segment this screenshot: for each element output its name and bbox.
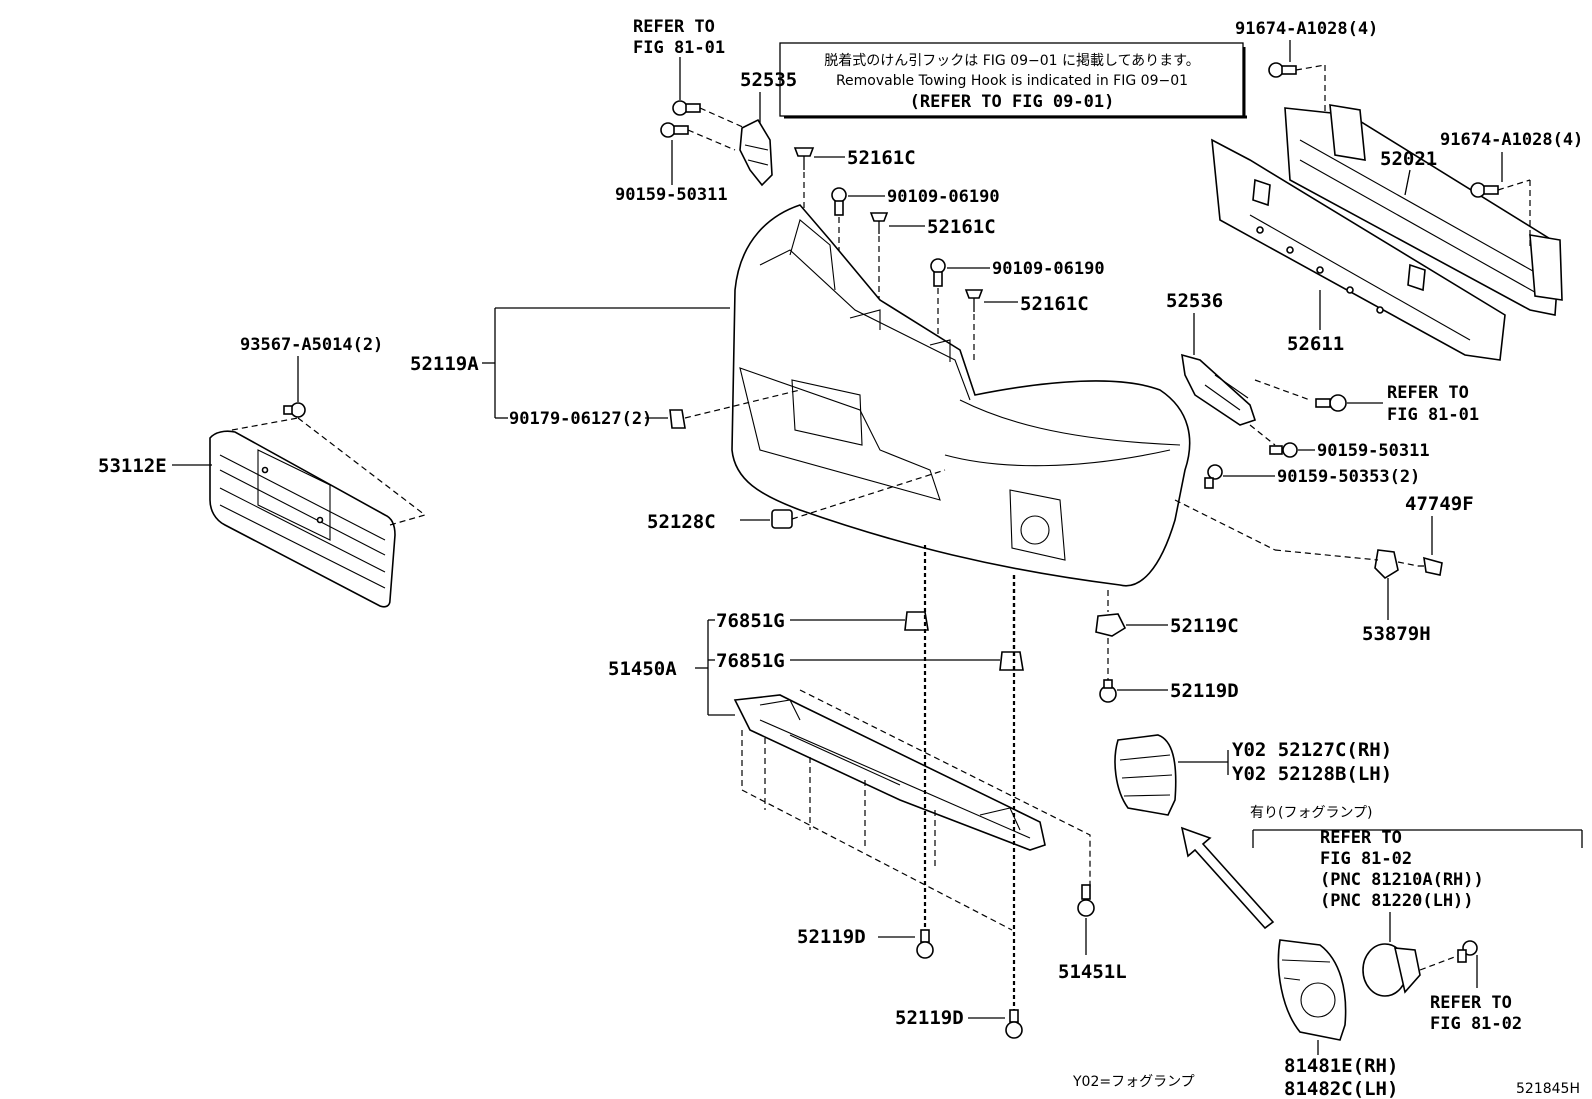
label-90159-50311-left: 90159-50311 [615, 185, 728, 205]
clip-icon [793, 147, 815, 170]
label-51451l: 51451L [1058, 961, 1127, 983]
fog-cover-52127c [1114, 734, 1177, 816]
label-52128c: 52128C [647, 511, 716, 533]
label-81482c: 81482C(LH) [1284, 1078, 1398, 1099]
bracket-52536 [1181, 353, 1257, 426]
label-91674-a1028-right: 91674-A1028(4) [1440, 130, 1583, 150]
refer-fig-81-01-right-line1: REFER TO [1387, 383, 1469, 403]
refer-fig-81-02-line2: FIG 81-02 [1320, 849, 1412, 869]
label-52119d-bottom: 52119D [895, 1007, 964, 1029]
notice-refer: (REFER TO FIG 09-01) [910, 92, 1115, 112]
label-52611: 52611 [1287, 333, 1344, 355]
bolt-icon [283, 402, 306, 418]
bolt-icon [1204, 464, 1223, 489]
label-52021: 52021 [1380, 148, 1437, 170]
refer-fig-81-01-top-line2: FIG 81-01 [633, 38, 725, 58]
bumper-cover-52119a [731, 204, 1191, 587]
bolt-icon [930, 258, 946, 287]
label-52119d-mid: 52119D [797, 926, 866, 948]
grille-53112e [209, 430, 396, 608]
bolt-icon [1457, 940, 1478, 963]
bolt-icon [831, 187, 847, 216]
refer-fig-81-02-line1: REFER TO [1320, 828, 1402, 848]
notice-english: Removable Towing Hook is indicated in FI… [836, 73, 1188, 89]
fog-lamp-icon [1362, 943, 1421, 997]
notice-box: 脱着式のけん引フックは FIG 09−01 に掲載してあります。 Removab… [779, 42, 1247, 119]
label-52119c: 52119C [1170, 615, 1239, 637]
refer-fig-81-02-line3: (PNC 81210A(RH)) [1320, 870, 1484, 890]
bolt-icon [1269, 442, 1298, 458]
bolt-icon [1470, 182, 1499, 198]
refer-fig-81-02-b-line1: REFER TO [1430, 993, 1512, 1013]
bolt-icon [1005, 1009, 1023, 1039]
absorber-52611 [1211, 138, 1506, 361]
clip-icon [869, 212, 889, 234]
clip-icon [1418, 556, 1443, 576]
cap-52128c [771, 509, 793, 529]
label-90159-50311-right: 90159-50311 [1317, 441, 1430, 461]
bolt-icon [916, 929, 934, 959]
label-76851g-1: 76851G [716, 610, 785, 632]
under-cover-51450a [733, 694, 1046, 851]
retainer-53879h [1374, 549, 1399, 580]
bolt-icon [1268, 62, 1297, 78]
label-90109-06190-1: 90109-06190 [887, 187, 1000, 207]
diagram-id: 521845H [1516, 1081, 1580, 1097]
label-52128b: Y02 52128B(LH) [1232, 763, 1392, 785]
label-47749f: 47749F [1405, 493, 1474, 515]
label-53879h: 53879H [1362, 623, 1431, 645]
label-52161c-1: 52161C [847, 147, 916, 169]
label-90179-06127: 90179-06127(2) [509, 409, 652, 429]
refer-fig-81-02-b-line2: FIG 81-02 [1430, 1014, 1522, 1034]
label-51450a: 51450A [608, 658, 677, 680]
label-76851g-2: 76851G [716, 650, 785, 672]
label-53112e: 53112E [98, 455, 167, 477]
bracket-52535 [739, 118, 773, 187]
label-52535: 52535 [740, 69, 797, 91]
bolt-icon [1315, 394, 1347, 412]
label-52119d-right: 52119D [1170, 680, 1239, 702]
label-52119a: 52119A [410, 353, 479, 375]
clip-icon [999, 651, 1024, 671]
clip-icon [964, 289, 984, 312]
notice-japanese: 脱着式のけん引フックは FIG 09−01 に掲載してあります。 [824, 53, 1200, 69]
label-90159-50353: 90159-50353(2) [1277, 467, 1420, 487]
nut-52119c [1095, 613, 1127, 637]
label-52161c-2: 52161C [927, 216, 996, 238]
refer-fig-81-01-top-line1: REFER TO [633, 17, 715, 37]
label-93567-a5014: 93567-A5014(2) [240, 335, 383, 355]
footnote-y02: Y02=フォグランプ [1072, 1074, 1195, 1090]
reinforcement-52021 [1284, 104, 1563, 316]
label-91674-a1028-top: 91674-A1028(4) [1235, 19, 1378, 39]
fog-cover-81481e [1277, 939, 1347, 1041]
label-81481e: 81481E(RH) [1284, 1055, 1398, 1077]
legend-fog: 有り(フォグランプ) [1250, 805, 1373, 821]
label-52536: 52536 [1166, 290, 1223, 312]
label-90109-06190-2: 90109-06190 [992, 259, 1105, 279]
label-52161c-3: 52161C [1020, 293, 1089, 315]
refer-fig-81-02-line4: (PNC 81220(LH)) [1320, 891, 1474, 911]
clip-icon [669, 409, 686, 429]
bolt-icon [1099, 679, 1117, 703]
clip-icon [904, 611, 929, 631]
arrow-icon [1180, 826, 1275, 930]
bolt-icon [1077, 884, 1095, 917]
refer-fig-81-01-right-line2: FIG 81-01 [1387, 405, 1479, 425]
bolt-icon [660, 100, 701, 138]
label-52127c: Y02 52127C(RH) [1232, 739, 1392, 761]
